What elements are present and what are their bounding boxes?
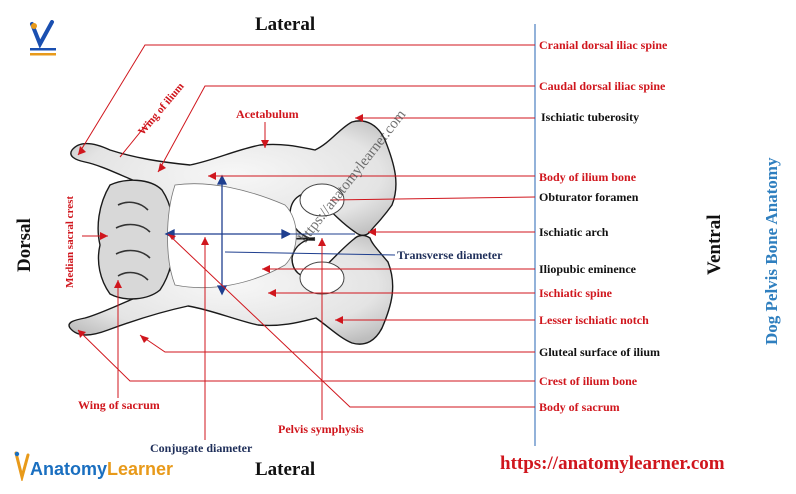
label-crest-of-ilium-bone: Crest of ilium bone: [539, 374, 638, 388]
label-acetabulum: Acetabulum: [236, 107, 299, 121]
brand-logo: AnatomyLearner: [30, 459, 173, 480]
label-pelvis-symphysis: Pelvis symphysis: [278, 422, 364, 436]
label-conjugate-diameter: Conjugate diameter: [150, 441, 253, 455]
label-lesser-ischiatic-notch: Lesser ischiatic notch: [539, 313, 649, 327]
label-median-sacral-crest: Median sacral crest: [64, 195, 76, 288]
label-iliopubic-eminence: Iliopubic eminence: [539, 262, 637, 276]
brand-icon: [14, 451, 30, 483]
label-transverse-diameter: Transverse diameter: [397, 248, 503, 262]
logo: [28, 20, 58, 60]
orientation-top: Lateral: [255, 14, 316, 35]
orientation-bottom: Lateral: [255, 459, 316, 480]
label-ischiatic-arch: Ischiatic arch: [539, 225, 609, 239]
brand-learner: Learner: [107, 459, 174, 479]
label-body-of-ilium-bone: Body of ilium bone: [539, 170, 637, 184]
label-wing-of-sacrum: Wing of sacrum: [78, 398, 160, 412]
website-url: https://anatomylearner.com: [500, 453, 725, 474]
leader-arrowheads: [78, 114, 376, 343]
sacrum: [97, 179, 174, 300]
brand-anatomy: Anatomy: [30, 459, 108, 479]
pelvis-bone: [68, 120, 397, 345]
orientation-left: Dorsal: [14, 218, 35, 272]
label-body-of-sacrum: Body of sacrum: [539, 400, 620, 414]
label-caudal-dorsal-iliac-spine: Caudal dorsal iliac spine: [539, 79, 666, 93]
label-ischiatic-spine: Ischiatic spine: [539, 286, 613, 300]
measurements: [164, 174, 396, 296]
orientation-right: Ventral: [704, 214, 725, 275]
label-obturator-foramen: Obturator foramen: [539, 190, 639, 204]
label-cranial-dorsal-iliac-spine: Cranial dorsal iliac spine: [539, 38, 668, 52]
label-gluteal-surface-of-ilium: Gluteal surface of ilium: [539, 345, 660, 359]
label-ischiatic-tuberosity: Ischiatic tuberosity: [541, 110, 640, 124]
diagram-title: Dog Pelvis Bone Anatomy: [762, 157, 781, 345]
sacral-foramina: [115, 201, 151, 281]
pelvic-inlet: [167, 183, 297, 289]
leader-lines: [77, 44, 536, 440]
